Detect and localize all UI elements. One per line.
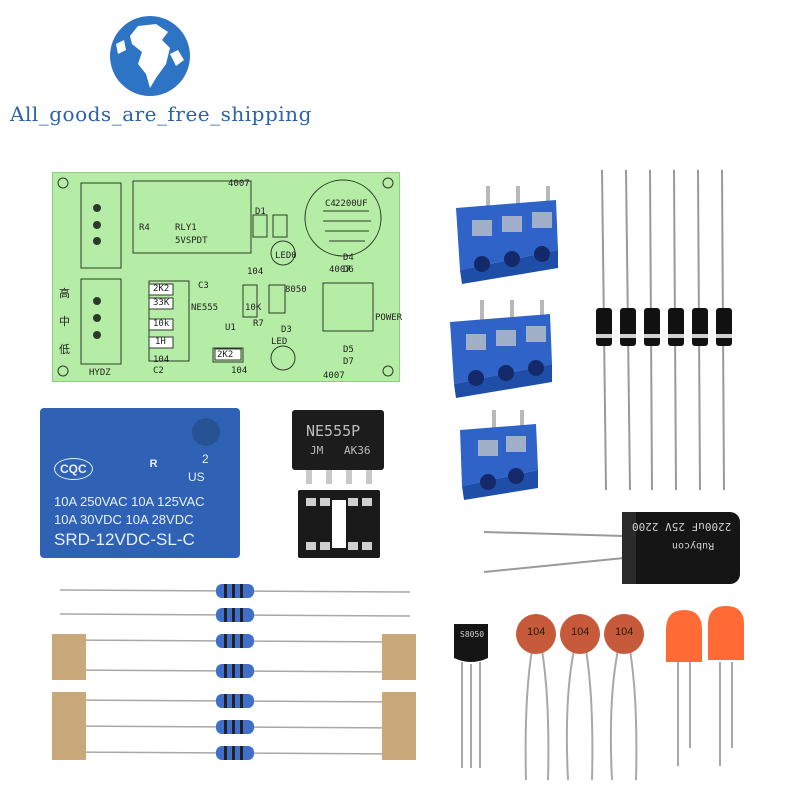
- ic-pins: [306, 470, 372, 484]
- relay: CQC ᴿ US 2 10A 250VAC 10A 125VAC 10A 30V…: [40, 408, 240, 558]
- terminal-block-2pin: [460, 410, 538, 500]
- electrolytic-capacitor: [484, 512, 740, 584]
- cqc-mark: CQC: [54, 458, 93, 480]
- ceramic-cap-label: 104: [615, 626, 634, 638]
- pcb-label: D6: [343, 265, 354, 275]
- relay-rating-1: 10A 250VAC 10A 125VAC: [54, 494, 205, 509]
- pcb-label: D7: [343, 357, 354, 367]
- terminal-block-3pin: [450, 300, 552, 398]
- watermark-text: All_goods_are_free_shipping: [10, 102, 312, 126]
- tape-strip: [52, 692, 86, 760]
- tape-strip: [382, 634, 416, 680]
- pcb-label: 4007: [228, 179, 250, 189]
- capacitor-value: 2200uF 25V 2200: [632, 520, 732, 533]
- transistor-marking: S8050: [460, 630, 485, 639]
- us-mark: US: [188, 470, 205, 484]
- ic-part: NE555P: [306, 422, 361, 440]
- terminal-block-3pin: [456, 186, 558, 284]
- pcb-label: 33K: [153, 298, 170, 308]
- pcb-label-cn: 高: [59, 287, 70, 300]
- relay-model: SRD-12VDC-SL-C: [54, 530, 195, 549]
- pcb-label: 10K: [245, 303, 262, 313]
- tape-strip: [52, 634, 86, 680]
- pcb-label: 104: [153, 355, 170, 365]
- capacitor-brand: Rubycon: [672, 540, 715, 551]
- ceramic-cap-label: 104: [571, 626, 590, 638]
- pcb-silkscreen: [57, 177, 394, 377]
- ul-mark: ᴿ: [150, 458, 158, 475]
- transistor: [454, 624, 488, 768]
- ic-chip: NE555P JM AK36: [292, 410, 384, 470]
- pcb-label: 5VSPDT: [175, 236, 208, 246]
- ic-socket: [298, 490, 380, 558]
- pcb-label: 1H: [155, 337, 166, 347]
- resistors: [60, 584, 410, 760]
- pcb-label: 2K2: [153, 284, 170, 294]
- pcb-board: 4007 RLY1 5VSPDT R4 2K2 33K 10k 1H NE555…: [52, 172, 403, 382]
- pcb-label: POWER: [375, 313, 403, 323]
- pcb-label-cn: 中: [59, 315, 70, 328]
- pcb-label: R4: [139, 223, 150, 233]
- tape-strip: [382, 692, 416, 760]
- pcb-label: U1: [225, 323, 236, 333]
- globe-logo: [108, 14, 192, 98]
- pcb-label: D1: [255, 207, 266, 217]
- pcb-label-cn: 低: [59, 343, 70, 356]
- pcb-label: 104: [231, 366, 248, 376]
- pcb-label: HYDZ: [89, 368, 111, 378]
- pcb-label: 8050: [285, 285, 307, 295]
- leds: [666, 606, 744, 766]
- pcb-label: LED0: [275, 251, 297, 261]
- ic-code-right: AK36: [344, 444, 371, 457]
- pcb-label: LED: [271, 337, 288, 347]
- relay-mark-2: 2: [202, 452, 209, 466]
- ic-code-left: JM: [310, 444, 324, 457]
- pcb-label: D4: [343, 253, 354, 263]
- pcb-label: R7: [253, 319, 264, 329]
- diodes: [596, 170, 732, 490]
- relay-dot: [192, 418, 220, 446]
- pcb-label: C3: [198, 281, 209, 291]
- pcb-label: 104: [247, 267, 264, 277]
- pcb-label: 4007: [323, 371, 345, 381]
- pcb-label: 10k: [153, 319, 170, 329]
- ceramic-capacitors: [516, 614, 644, 780]
- pcb-label: 2200UF: [335, 199, 368, 209]
- pcb-label: C4: [325, 199, 336, 209]
- relay-rating-2: 10A 30VDC 10A 28VDC: [54, 512, 194, 527]
- pcb-label: D5: [343, 345, 354, 355]
- pcb-label: 2K2: [217, 350, 234, 360]
- pcb-label: RLY1: [175, 223, 197, 233]
- pcb-label: 4007: [329, 265, 351, 275]
- pcb-label: C2: [153, 366, 164, 376]
- ceramic-cap-label: 104: [527, 626, 546, 638]
- pcb-label: D3: [281, 325, 292, 335]
- pcb-label: NE555: [191, 303, 219, 313]
